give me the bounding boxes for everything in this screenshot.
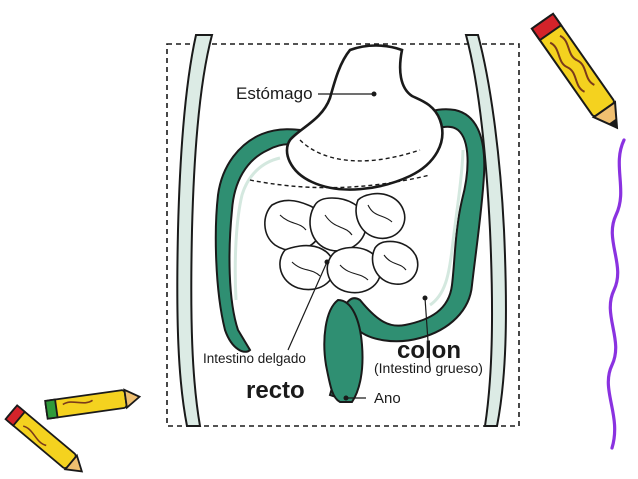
small-intestine-folds [279, 204, 407, 281]
rectum-shape [323, 298, 364, 403]
crayons-icon [4, 388, 142, 473]
colon-note-label: (Intestino grueso) [374, 360, 483, 376]
small-intestine-coils [264, 192, 419, 294]
torso-left-side [176, 34, 214, 427]
stomach-label: Estómago [236, 84, 313, 103]
rectum-label: recto [246, 377, 305, 404]
pointer-lines [287, 93, 431, 399]
stomach-shape [285, 44, 444, 191]
dashed-frame [166, 43, 520, 427]
pointer-dots [324, 91, 428, 401]
squiggle-line [606, 138, 626, 450]
colon-label: colon [397, 337, 461, 364]
crayon-icon [530, 12, 619, 130]
small-intestine-label: Intestino delgado [203, 351, 306, 366]
anus-label: Ano [374, 390, 401, 407]
